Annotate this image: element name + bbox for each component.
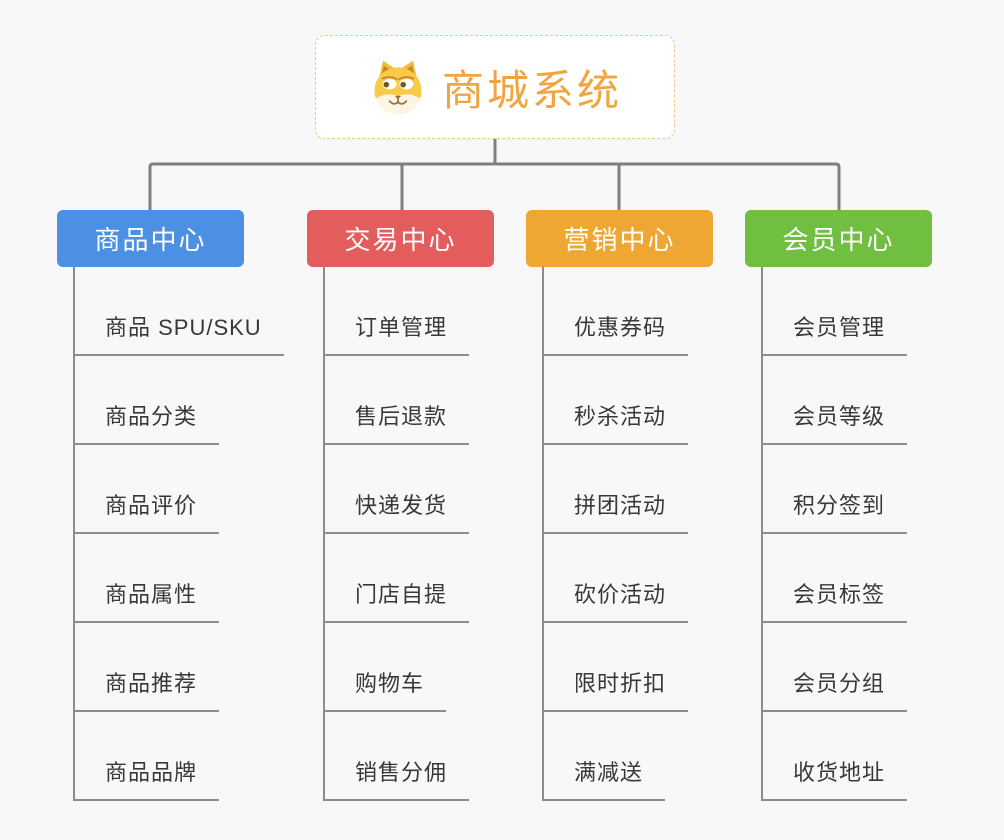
leaf-node[interactable]: 售后退款 [323,399,470,445]
leaf-node[interactable]: 会员标签 [761,577,908,623]
leaf-node[interactable]: 积分签到 [761,488,908,534]
branch-trade-center: 交易中心 订单管理 售后退款 快递发货 门店自提 购物车 销售分佣 [307,210,557,801]
branch-product-center: 商品中心 商品 SPU/SKU 商品分类 商品评价 商品属性 商品推荐 商品品牌 [57,210,307,801]
branch-header-product-center[interactable]: 商品中心 [57,210,244,267]
leaf-node[interactable]: 商品分类 [73,399,220,445]
leaf-node[interactable]: 商品属性 [73,577,220,623]
leaf-node[interactable]: 购物车 [323,666,447,712]
leaf-node[interactable]: 限时折扣 [542,666,689,712]
leaf-node[interactable]: 销售分佣 [323,755,470,801]
root-label: 商城系统 [441,66,622,114]
branch-trunk-line [542,267,544,801]
leaf-node[interactable]: 会员等级 [761,399,908,445]
branch-leaves: 会员管理 会员等级 积分签到 会员标签 会员分组 收货地址 [761,267,991,801]
leaf-node[interactable]: 满减送 [542,755,666,801]
branch-trunk-line [761,267,763,801]
leaf-node[interactable]: 收货地址 [761,755,908,801]
root-to-branches-line [148,139,841,210]
leaf-node[interactable]: 商品推荐 [73,666,220,712]
leaf-node[interactable]: 砍价活动 [542,577,689,623]
branch-marketing-center: 营销中心 优惠券码 秒杀活动 拼团活动 砍价活动 限时折扣 满减送 [526,210,776,801]
branch-trunk-line [323,267,325,801]
leaf-node[interactable]: 会员管理 [761,310,908,356]
branch-leaves: 商品 SPU/SKU 商品分类 商品评价 商品属性 商品推荐 商品品牌 [73,267,303,801]
leaf-node[interactable]: 商品评价 [73,488,220,534]
branch-leaves: 优惠券码 秒杀活动 拼团活动 砍价活动 限时折扣 满减送 [542,267,772,801]
leaf-node[interactable]: 秒杀活动 [542,399,689,445]
root-node[interactable]: 商城系统 [315,35,675,139]
branch-header-member-center[interactable]: 会员中心 [745,210,932,267]
leaf-node[interactable]: 门店自提 [323,577,470,623]
branch-trunk-line [73,267,75,801]
leaf-node[interactable]: 拼团活动 [542,488,689,534]
leaf-node[interactable]: 会员分组 [761,666,908,712]
leaf-node[interactable]: 快递发货 [323,488,470,534]
dog-face-icon [368,57,428,117]
branch-leaves: 订单管理 售后退款 快递发货 门店自提 购物车 销售分佣 [323,267,553,801]
leaf-node[interactable]: 优惠券码 [542,310,689,356]
leaf-node[interactable]: 商品 SPU/SKU [73,310,284,356]
leaf-node[interactable]: 商品品牌 [73,755,220,801]
branch-member-center: 会员中心 会员管理 会员等级 积分签到 会员标签 会员分组 收货地址 [745,210,995,801]
leaf-node[interactable]: 订单管理 [323,310,470,356]
branch-header-marketing-center[interactable]: 营销中心 [526,210,713,267]
branch-header-trade-center[interactable]: 交易中心 [307,210,494,267]
